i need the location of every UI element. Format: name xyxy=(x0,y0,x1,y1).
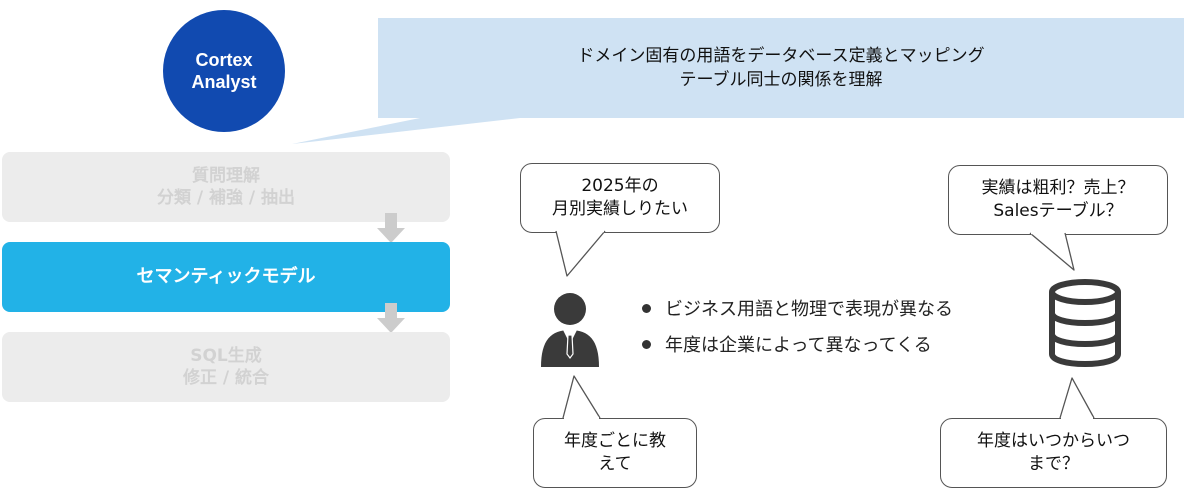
speech-bubble-db-question-sales: 実績は粗利？売上？ Salesテーブル？ xyxy=(948,165,1168,235)
callout-line-2: テーブル同士の関係を理解 xyxy=(679,70,883,90)
bubble-line-1: 実績は粗利？売上？ xyxy=(981,178,1135,198)
cortex-analyst-logo: Cortex Analyst xyxy=(163,10,285,132)
step-subtitle: 分類 / 補強 / 抽出 xyxy=(156,188,296,208)
bubble-line-2: まで？ xyxy=(1028,454,1079,474)
callout-line-1: ドメイン固有の用語をデータベース定義とマッピング xyxy=(577,46,985,66)
list-item: ビジネス用語と物理で表現が異なる xyxy=(642,290,953,326)
bubble-line-2: 月別実績しりたい xyxy=(552,199,688,219)
step-title: セマンティックモデル xyxy=(136,266,316,287)
bubble-line-1: 年度ごとに教 xyxy=(564,431,666,451)
arrow-down-icon xyxy=(377,213,405,243)
logo-line-1: Cortex xyxy=(195,50,253,70)
description-callout: ドメイン固有の用語をデータベース定義とマッピング テーブル同士の関係を理解 xyxy=(378,18,1184,118)
person-icon xyxy=(541,293,599,367)
list-item: 年度は企業によって異なってくる xyxy=(642,326,953,362)
logo-line-2: Analyst xyxy=(191,72,257,92)
list-item-text: ビジネス用語と物理で表現が異なる xyxy=(665,299,953,320)
step-sql-generation: SQL生成 修正 / 統合 xyxy=(2,332,450,402)
issue-list: ビジネス用語と物理で表現が異なる 年度は企業によって異なってくる xyxy=(642,290,953,362)
database-icon xyxy=(1049,279,1121,368)
speech-bubble-user-answer: 年度ごとに教 えて xyxy=(533,418,697,488)
step-question-understanding: 質問理解 分類 / 補強 / 抽出 xyxy=(2,152,450,222)
bubble-line-2: えて xyxy=(598,454,632,474)
callout-tail xyxy=(292,118,520,144)
bubble-line-1: 年度はいつからいつ xyxy=(977,431,1130,451)
step-subtitle: 修正 / 統合 xyxy=(182,368,270,388)
bubble-line-2: Salesテーブル？ xyxy=(993,201,1123,221)
step-semantic-model: セマンティックモデル xyxy=(2,242,450,312)
speech-bubble-user-question: 2025年の 月別実績しりたい xyxy=(520,163,720,233)
arrow-down-icon xyxy=(377,303,405,333)
bubble-line-1: 2025年の xyxy=(581,176,659,196)
step-title: 質問理解 xyxy=(192,166,260,186)
bullet-icon xyxy=(642,339,651,349)
speech-bubble-db-question-fiscal-year: 年度はいつからいつ まで？ xyxy=(940,418,1167,488)
bullet-icon xyxy=(642,303,651,313)
list-item-text: 年度は企業によって異なってくる xyxy=(665,335,932,356)
step-title: SQL生成 xyxy=(190,346,262,366)
